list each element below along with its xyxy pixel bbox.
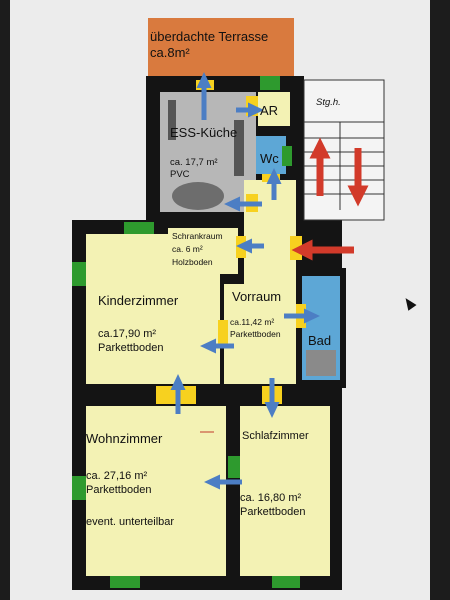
living-area: ca. 27,16 m²: [86, 470, 148, 482]
closet-area: ca. 6 m²: [172, 244, 203, 254]
kids-area: ca.17,90 m²: [98, 328, 157, 340]
window-kids-left: [72, 262, 86, 286]
entrance-arrows: [291, 137, 369, 261]
door-kids: [218, 320, 228, 344]
hall-room-lower: [224, 284, 296, 384]
bath-label: Bad: [308, 333, 332, 348]
terrace-area: [148, 18, 294, 76]
closet-floor: Holzboden: [172, 257, 213, 267]
living-name: Wohnzimmer: [86, 431, 163, 446]
bedroom-floor: Parkettboden: [240, 506, 306, 518]
counter-fixture-2: [234, 120, 244, 176]
door-ar: [246, 96, 258, 116]
door-entrance: [290, 236, 302, 260]
terrace-area-label: ca.8m²: [150, 45, 190, 60]
living-floor: Parkettboden: [86, 484, 152, 496]
window-ar: [260, 76, 280, 90]
kitchen-floor: PVC: [170, 169, 190, 180]
window-bedroom-mid: [228, 456, 240, 478]
living-room: [86, 406, 226, 576]
table-fixture: [172, 182, 224, 210]
kids-room: [86, 234, 220, 384]
kitchen-name: ESS-Küche: [170, 125, 238, 140]
window-living-bottom: [110, 576, 140, 588]
hall-floor: Parkettboden: [230, 329, 281, 339]
bedroom-area: ca. 16,80 m²: [240, 492, 302, 504]
wc-room: [256, 136, 286, 174]
hall-area: ca.11,42 m²: [230, 317, 275, 327]
bedroom-name: Schlafzimmer: [242, 430, 309, 442]
hall-name: Vorraum: [232, 289, 282, 304]
bedroom-room: [240, 406, 330, 576]
kids-name: Kinderzimmer: [98, 293, 179, 308]
bath-fixture: [306, 350, 336, 376]
terrace-name: überdachte Terrasse: [150, 29, 269, 44]
window-bedroom-bottom: [272, 576, 300, 588]
stairs-label: Stg.h.: [316, 97, 341, 108]
wc-label: Wc: [260, 151, 279, 166]
window-wc: [282, 146, 292, 166]
window-kids-top: [124, 222, 154, 234]
closet-name: Schrankraum: [172, 231, 223, 241]
ar-label: AR: [260, 103, 279, 118]
door-wc: [262, 174, 280, 182]
window-living-left: [72, 476, 86, 500]
living-note: event. unterteilbar: [86, 516, 175, 528]
kids-floor: Parkettboden: [98, 342, 164, 354]
kitchen-area: ca. 17,7 m²: [170, 157, 218, 168]
counter-fixture: [168, 100, 176, 140]
route-arrows: [170, 72, 320, 490]
